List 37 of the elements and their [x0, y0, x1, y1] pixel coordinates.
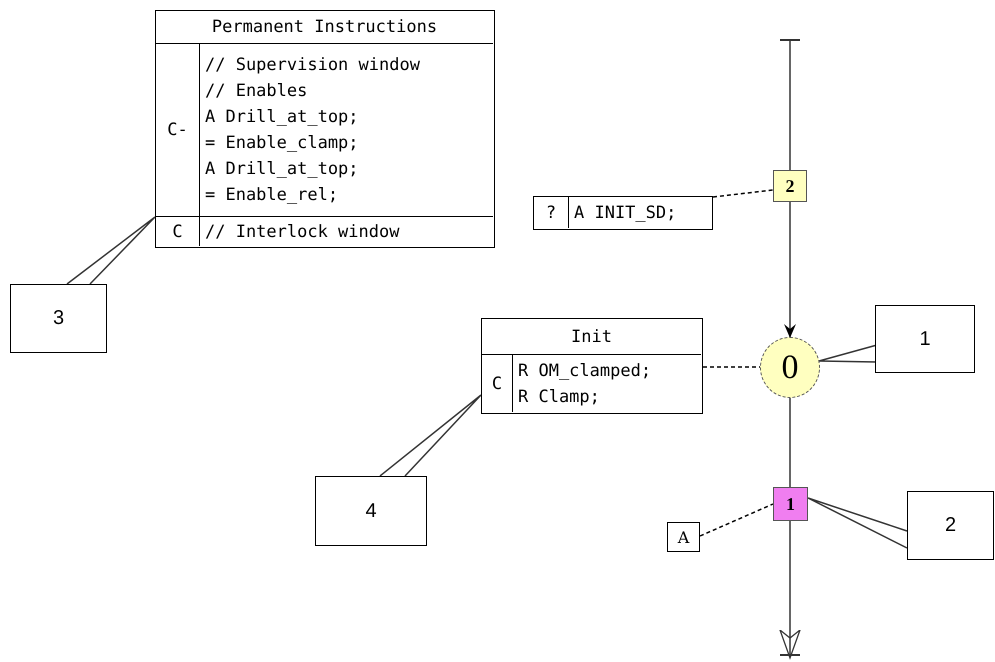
callout-box: 1 [875, 305, 975, 373]
step-circle: 0 [760, 337, 820, 398]
condition-box: A [667, 522, 700, 552]
code-line: = Enable_clamp; [205, 132, 359, 155]
transition-box: 2 [773, 170, 807, 202]
instruction-table [155, 10, 495, 248]
action-table [481, 318, 703, 414]
flow-line [784, 202, 796, 338]
leader-line [66, 216, 156, 285]
callout-box: 4 [315, 476, 427, 546]
dashed-link [703, 366, 760, 368]
leader-line [379, 394, 482, 477]
callout-box: 3 [10, 284, 107, 353]
row-label: C- [167, 119, 188, 142]
code-line: // Interlock window [205, 220, 400, 244]
dashed-link [712, 189, 774, 198]
leader-line [807, 497, 908, 549]
table-header: Init [571, 326, 612, 348]
row-label: C [172, 220, 183, 244]
code-line: A INIT_SD; [574, 202, 676, 224]
row-label: ? [546, 202, 556, 224]
flow-line [779, 39, 801, 170]
code-line: = Enable_rel; [205, 184, 338, 207]
row-label: C [492, 372, 502, 396]
code-line: // Enables [205, 80, 308, 103]
dashed-link [700, 503, 774, 537]
code-line: // Supervision window [205, 54, 420, 77]
code-line: R Clamp; [518, 386, 600, 408]
flow-line [779, 521, 801, 659]
code-line: R OM_clamped; [518, 360, 652, 382]
code-line: A Drill_at_top; [205, 106, 359, 129]
condition-table [533, 196, 713, 230]
flow-line [789, 398, 791, 487]
transition-box: 1 [773, 487, 808, 521]
table-header: Permanent Instructions [212, 16, 438, 39]
code-line: A Drill_at_top; [205, 158, 359, 181]
callout-box: 2 [907, 491, 994, 560]
